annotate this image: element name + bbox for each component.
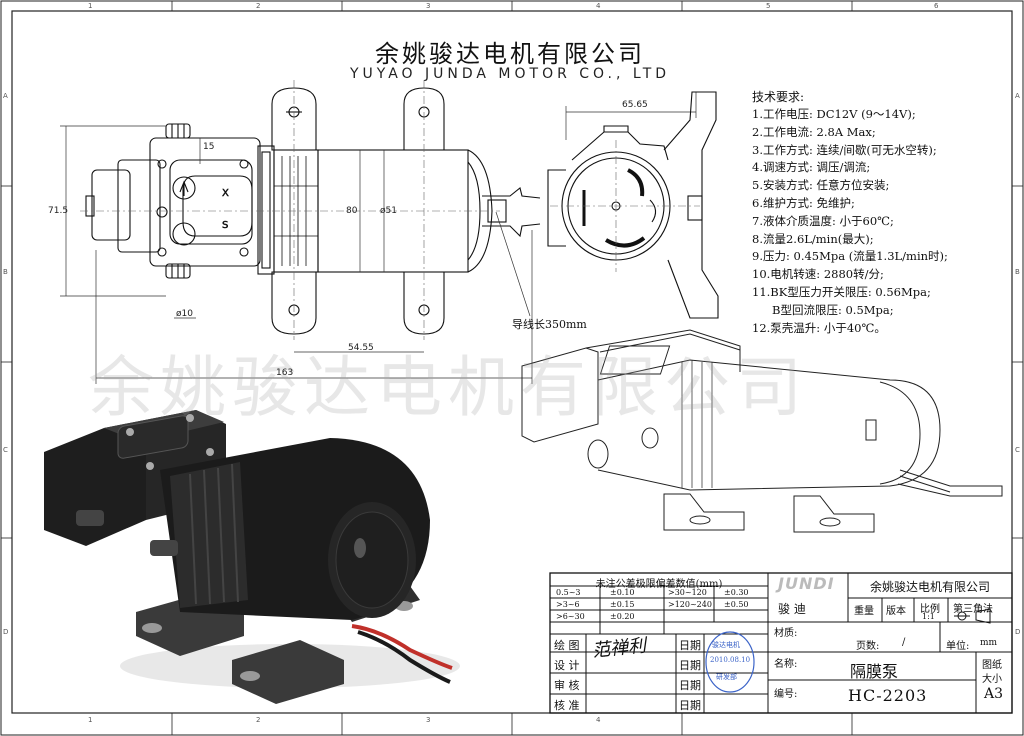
tol-value: ±0.20 xyxy=(610,612,635,621)
row-label-design: 设 计 xyxy=(554,659,580,672)
dim-71-5: 71.5 xyxy=(48,206,69,216)
tol-value: ±0.15 xyxy=(610,600,635,609)
zone-col-5: 5 xyxy=(766,2,771,10)
spec-title: 技术要求: xyxy=(752,90,805,104)
row-label-approve: 核 准 xyxy=(554,699,580,712)
date-label: 日期 xyxy=(679,679,701,692)
projection-label: 第三角法 xyxy=(953,604,993,615)
unit-label: 单位: xyxy=(946,641,970,652)
drawing-code-label: 编号: xyxy=(774,689,798,700)
spec-item: 9.压力: 0.45Mpa (流量1.3L/min时); xyxy=(752,249,948,264)
row-label-drawn: 绘 图 xyxy=(554,639,580,652)
dimension-lines xyxy=(60,92,697,384)
tol-range: 0.5~3 xyxy=(556,588,581,597)
material-label: 材质: xyxy=(774,628,798,639)
brand-logo-cn: 骏 迪 xyxy=(778,602,806,616)
tol-value: ±0.30 xyxy=(724,588,749,597)
tol-range: >6~30 xyxy=(556,612,585,621)
dim-163: 163 xyxy=(276,368,294,378)
stamp-line-2: 2010.08.10 xyxy=(710,656,751,664)
zone-row-c: C xyxy=(3,446,8,454)
unit-value: mm xyxy=(980,638,998,648)
zone-row-c-right: C xyxy=(1015,446,1020,454)
zone-col-4: 4 xyxy=(596,2,601,10)
tol-range: >30~120 xyxy=(668,588,707,597)
tol-range: >120~240 xyxy=(668,600,712,609)
zone-row-a-right: A xyxy=(1015,92,1020,100)
isometric-line-view xyxy=(521,329,1003,533)
tol-value: ±0.50 xyxy=(724,600,749,609)
end-view xyxy=(547,91,719,319)
version-label: 版本 xyxy=(886,606,906,617)
dim-15: 15 xyxy=(203,142,215,152)
scale-label: 比例 xyxy=(920,604,940,615)
zone-col-2-bottom: 2 xyxy=(256,716,261,724)
zone-row-d: D xyxy=(3,628,9,636)
spec-item: 1.工作电压: DC12V (9～14V); xyxy=(752,107,916,121)
zone-col-4-bottom: 4 xyxy=(596,716,601,724)
pages-separator: / xyxy=(902,637,906,648)
drawing-code-value: HC-2203 xyxy=(848,686,928,705)
spec-item: 11.BK型压力开关限压: 0.56Mpa; xyxy=(752,284,931,299)
date-label: 日期 xyxy=(679,699,701,712)
spec-item: 2.工作电流: 2.8A Max; xyxy=(752,124,876,139)
row-label-review: 审 核 xyxy=(554,679,580,692)
company-name-cn: 余姚骏达电机有限公司 xyxy=(375,40,645,68)
zone-col-1-bottom: 1 xyxy=(88,716,93,724)
company-name-en: YUYAO JUNDA MOTOR CO., LTD xyxy=(349,66,671,82)
part-name-value: 隔膜泵 xyxy=(850,662,899,681)
brand-logo: JUNDI xyxy=(778,574,835,593)
dim-diameter-51: ø51 xyxy=(380,206,397,216)
spec-item: 4.调速方式: 调压/调流; xyxy=(752,160,871,175)
stamp-line-1: 骏达电机 xyxy=(712,641,740,649)
spec-item: 12.泵壳温升: 小于40℃。 xyxy=(752,320,886,335)
dim-diameter-10: ø10 xyxy=(176,309,193,319)
spec-item: 7.液体介质温度: 小于60℃; xyxy=(752,213,894,228)
tolerance-title: 未注公差极限偏差数值(mm) xyxy=(595,579,723,590)
top-view: X S xyxy=(80,80,541,340)
zone-col-3-bottom: 3 xyxy=(426,716,431,724)
part-name-label: 名称: xyxy=(774,659,798,670)
dim-80: 80 xyxy=(346,206,358,216)
tol-value: ±0.10 xyxy=(610,588,635,597)
zone-row-d-right: D xyxy=(1015,628,1021,636)
weight-label: 重量 xyxy=(854,606,874,617)
zone-row-b-right: B xyxy=(1015,268,1020,276)
svg-text:X: X xyxy=(222,188,229,199)
tol-range: >3~6 xyxy=(556,600,580,609)
zone-row-b: B xyxy=(3,268,8,276)
pump-3d-render xyxy=(44,410,460,704)
svg-text:S: S xyxy=(222,220,228,231)
title-block-company: 余姚骏达电机有限公司 xyxy=(869,580,990,594)
zone-col-3: 3 xyxy=(426,2,431,10)
zone-col-1: 1 xyxy=(88,2,93,10)
spec-list: 1.工作电压: DC12V (9～14V); 2.工作电流: 2.8A Max;… xyxy=(752,106,948,337)
pages-label: 页数: xyxy=(856,641,880,652)
date-label: 日期 xyxy=(679,639,701,652)
spec-item: B型回流限压: 0.5Mpa; xyxy=(772,302,894,317)
zone-col-2: 2 xyxy=(256,2,261,10)
dim-54-55: 54.55 xyxy=(348,343,374,353)
paper-size-label: 图纸 xyxy=(982,660,1002,671)
date-label: 日期 xyxy=(679,659,701,672)
spec-item: 8.流量2.6L/min(最大); xyxy=(752,231,874,246)
scale-value: 1:1 xyxy=(922,612,935,621)
dim-65-65: 65.65 xyxy=(622,100,648,110)
zone-col-6: 6 xyxy=(934,2,939,10)
paper-size-label-2: 大小 xyxy=(982,674,1002,685)
spec-item: 6.维护方式: 免维护; xyxy=(752,195,855,210)
spec-item: 5.安装方式: 任意方位安装; xyxy=(752,178,890,193)
stamp-line-3: 研发部 xyxy=(716,673,737,681)
paper-size-value: A3 xyxy=(984,686,1004,702)
zone-row-a: A xyxy=(3,92,8,100)
wire-length-label: 导线长350mm xyxy=(512,318,587,331)
spec-item: 3.工作方式: 连续/间歇(可无水空转); xyxy=(752,142,937,157)
spec-item: 10.电机转速: 2880转/分; xyxy=(752,267,884,282)
